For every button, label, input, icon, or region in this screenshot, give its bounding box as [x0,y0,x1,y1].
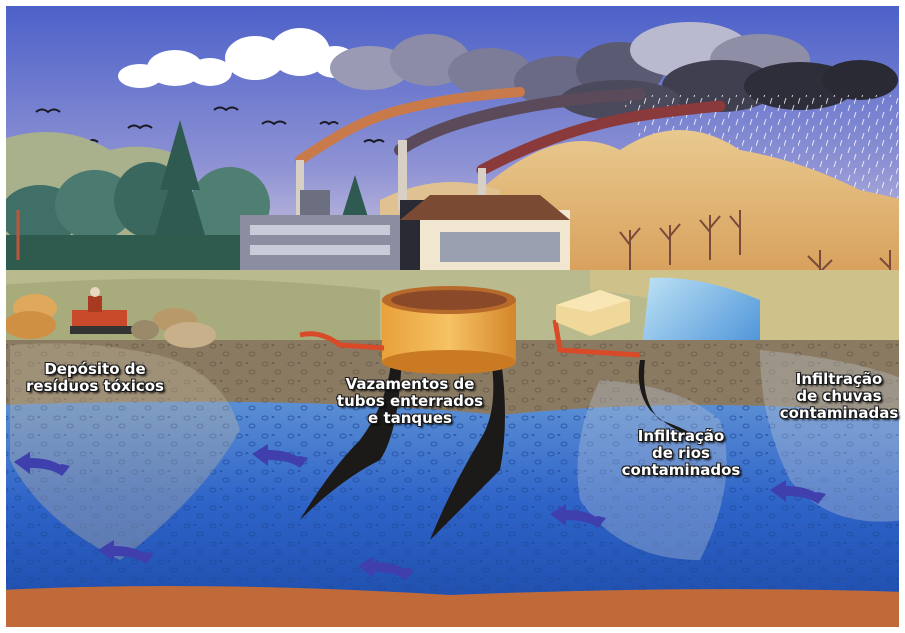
smoke-plume [394,88,646,156]
contamination-plume [760,350,905,522]
right-hills [480,130,905,280]
label-line: contaminados [621,461,741,479]
leak-plume [430,352,505,540]
smoke-plume [295,87,525,165]
factory-icon [240,140,570,270]
label-line: contaminadas [779,404,899,422]
label-line: tubos enterrados [336,392,484,410]
label-line: Infiltração [795,370,883,388]
buried-pipe [299,331,385,351]
label-line: de chuvas [796,387,882,405]
label-river-infiltration: Infiltração de rios contaminados [606,428,756,479]
label-line: de rios [652,444,710,462]
label-buried-pipes: Vazamentos de tubos enterrados e tanques [330,376,490,427]
tank-icon [382,286,516,374]
label-line: Vazamentos de [345,375,475,393]
contamination-plume [577,380,727,560]
label-line: Depósito de [44,360,146,378]
label-line: Infiltração [637,427,725,445]
label-rain-infiltration: Infiltração de chuvas contaminadas [764,371,905,422]
bird-icon [35,106,385,144]
tractor-icon [70,287,132,334]
leak-plume [638,360,700,440]
flow-arrow-icon [14,444,826,580]
waste-pile [4,294,216,348]
bedrock [0,586,905,633]
label-toxic-deposit: Depósito de resíduos tóxicos [20,361,170,395]
label-line: e tanques [368,409,452,427]
smoke-plume [476,100,726,176]
storage-block [556,290,630,336]
contamination-plume [10,343,240,560]
buried-pipe [552,319,641,358]
label-line: resíduos tóxicos [26,377,164,395]
